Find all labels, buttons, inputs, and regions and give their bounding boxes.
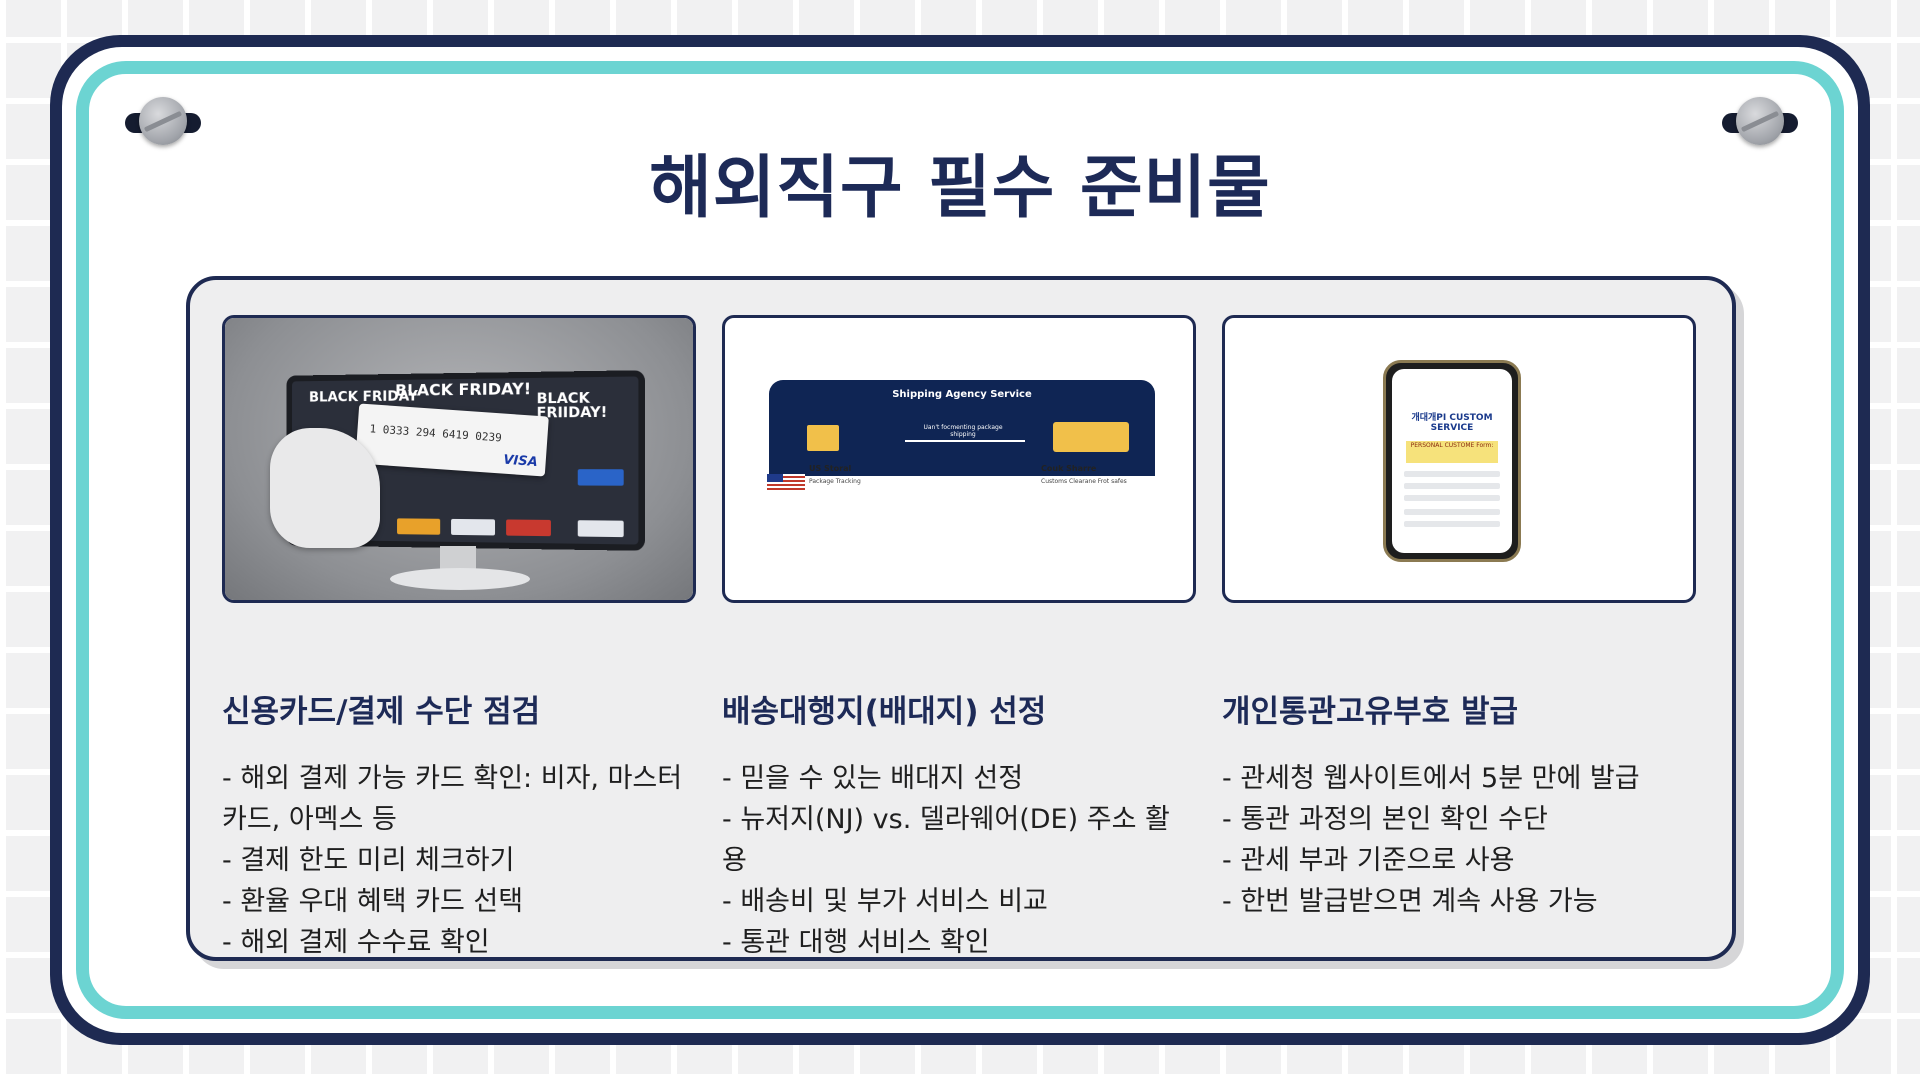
list-item: - 한번 발급받으면 계속 사용 가능: [1222, 886, 1598, 917]
list-item: - 해외 결제 수수료 확인: [222, 927, 490, 958]
card-brand: VISA: [502, 452, 539, 471]
customs-phone-image: 개대개PI CUSTOM SERVICE PERSONAL CUSTOME Fo…: [1222, 315, 1696, 603]
list-shipping-agency: - 믿을 수 있는 배대지 선정 - 뉴저지(NJ) vs. 델라웨어(DE) …: [722, 758, 1192, 963]
list-item: - 뉴저지(NJ) vs. 델라웨어(DE) 주소 활용: [722, 804, 1170, 876]
screen-text: BLACK FRIIDAY!: [536, 390, 608, 422]
card-number: 1 0333 294 6419 0239: [369, 422, 503, 445]
warehouse-truck-icon: [807, 425, 839, 451]
list-item: - 환율 우대 혜택 카드 선택: [222, 886, 524, 917]
shipping-title: Shipping Agency Service: [892, 389, 1032, 400]
double-arrow-icon: [905, 440, 1025, 442]
shipping-left-label: US Storal: [809, 464, 852, 473]
board-teal-border: [76, 61, 1844, 1019]
screen-text: BLACK FRIDAY!: [395, 378, 532, 400]
phone-form-label: PERSONAL CUSTOME Form:: [1406, 441, 1498, 463]
screw-left-icon: [125, 97, 201, 145]
hand-icon: [270, 428, 380, 548]
list-item: - 관세청 웹사이트에서 5분 만에 발급: [1222, 763, 1640, 794]
list-item: - 통관 대행 서비스 확인: [722, 927, 990, 958]
shipping-agency-image: Shipping Agency Service Uan't focmenting…: [722, 315, 1196, 603]
list-item: - 관세 부과 기준으로 사용: [1222, 845, 1515, 876]
shipping-right-sub: Customs Clearane Frot safes: [1041, 478, 1127, 485]
list-item: - 통관 과정의 본인 확인 수단: [1222, 804, 1548, 835]
list-item: - 결제 한도 미리 체크하기: [222, 845, 515, 876]
us-flag-icon: [767, 474, 805, 490]
shipping-middle-text: Uan't focmenting package shipping: [923, 424, 1003, 438]
list-item: - 배송비 및 부가 서비스 비교: [722, 886, 1048, 917]
list-item: - 믿을 수 있는 배대지 선정: [722, 763, 1024, 794]
heading-credit-card: 신용카드/결제 수단 점검: [222, 694, 541, 730]
screw-right-icon: [1722, 97, 1798, 145]
credit-card-image: BLACK FRIDAY BLACK FRIDAY! BLACK FRIIDAY…: [222, 315, 696, 603]
shipping-left-sub: Package Tracking: [809, 478, 861, 485]
delivery-truck-icon: [1053, 422, 1129, 452]
list-customs-code: - 관세청 웹사이트에서 5분 만에 발급 - 통관 과정의 본인 확인 수단 …: [1222, 758, 1692, 922]
heading-customs-code: 개인통관고유부호 발급: [1222, 694, 1518, 730]
shipping-right-label: Couk Sharre: [1041, 464, 1097, 473]
heading-shipping-agency: 배송대행지(배대지) 선정: [722, 694, 1047, 730]
phone-screen-title: 개대개PI CUSTOM SERVICE: [1411, 413, 1493, 433]
list-item: - 해외 결제 가능 카드 확인: 비자, 마스터카드, 아멕스 등: [222, 763, 683, 835]
shipping-banner: Shipping Agency Service Uan't focmenting…: [769, 380, 1155, 476]
phone-icon: 개대개PI CUSTOM SERVICE PERSONAL CUSTOME Fo…: [1383, 360, 1521, 562]
page-title: 해외직구 필수 준비물: [649, 149, 1271, 228]
list-credit-card: - 해외 결제 가능 카드 확인: 비자, 마스터카드, 아멕스 등 - 결제 …: [222, 758, 692, 963]
